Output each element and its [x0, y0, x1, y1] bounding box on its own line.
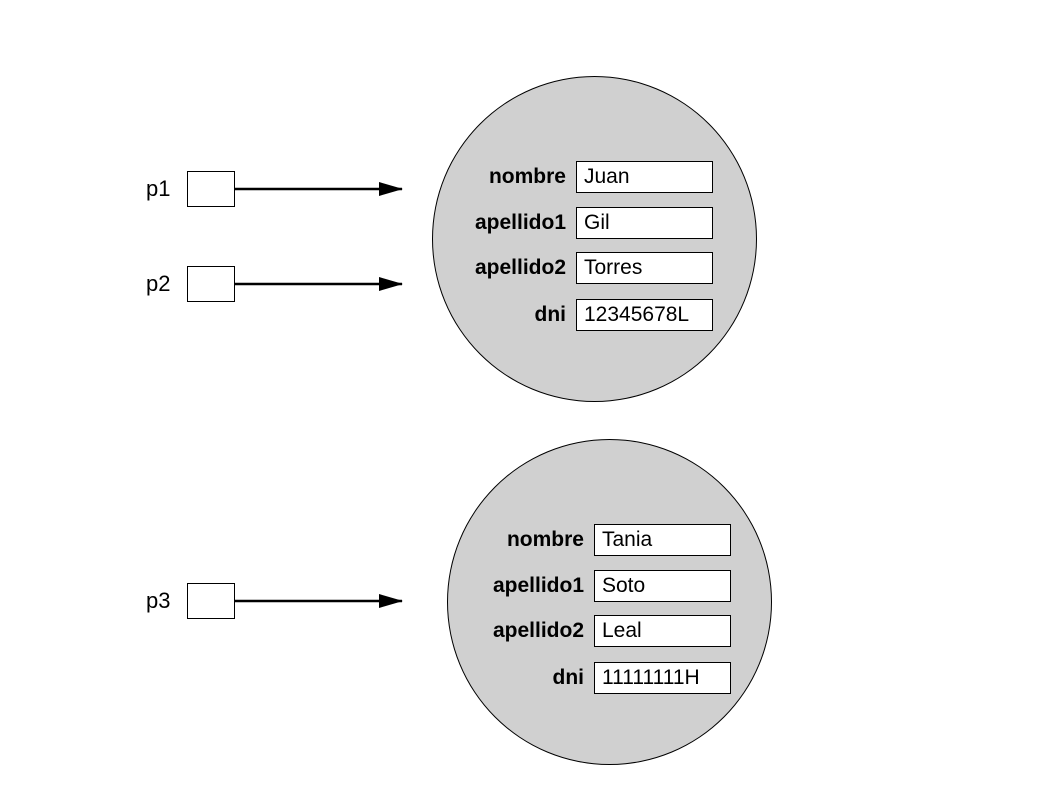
field-name-dni: dni — [552, 666, 585, 689]
variable-box-p3 — [187, 583, 235, 619]
object-circle-2 — [447, 439, 772, 765]
variable-label-p3: p3 — [146, 588, 171, 613]
object-circle-1 — [432, 76, 757, 402]
field-value-apellido1: Gil — [576, 207, 713, 239]
field-name-nombre: nombre — [506, 528, 584, 551]
field-name-apellido1: apellido1 — [492, 574, 584, 597]
field-value-nombre: Tania — [594, 524, 731, 556]
field-value-apellido1: Soto — [594, 570, 731, 602]
field-name-apellido2: apellido2 — [474, 256, 566, 279]
field-value-dni: 12345678L — [576, 299, 713, 331]
variable-label-p1: p1 — [146, 176, 171, 201]
field-name-apellido1: apellido1 — [474, 211, 566, 234]
variable-label-p2: p2 — [146, 271, 171, 296]
field-name-apellido2: apellido2 — [492, 619, 584, 642]
variable-box-p2 — [187, 266, 235, 302]
variable-box-p1 — [187, 171, 235, 207]
field-value-nombre: Juan — [576, 161, 713, 193]
field-value-apellido2: Torres — [576, 252, 713, 284]
field-value-apellido2: Leal — [594, 615, 731, 647]
field-name-dni: dni — [534, 303, 567, 326]
field-value-dni: 11111111H — [594, 662, 731, 694]
field-name-nombre: nombre — [488, 165, 566, 188]
